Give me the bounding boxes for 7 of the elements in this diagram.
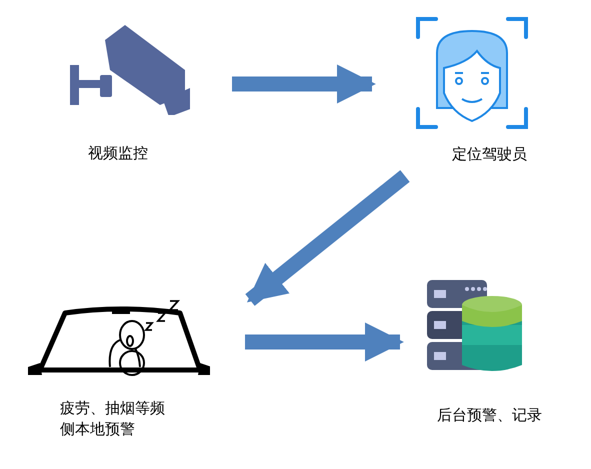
arrow <box>232 64 376 104</box>
caption-text: 定位驾驶员 <box>452 144 528 165</box>
caption-text: 后台预警、记录 <box>437 405 543 426</box>
arrow <box>245 170 410 306</box>
caption-text: 视频监控 <box>88 143 149 164</box>
caption-text: 疲劳、抽烟等频侧本地预警 <box>60 398 166 440</box>
arrow <box>245 322 404 362</box>
